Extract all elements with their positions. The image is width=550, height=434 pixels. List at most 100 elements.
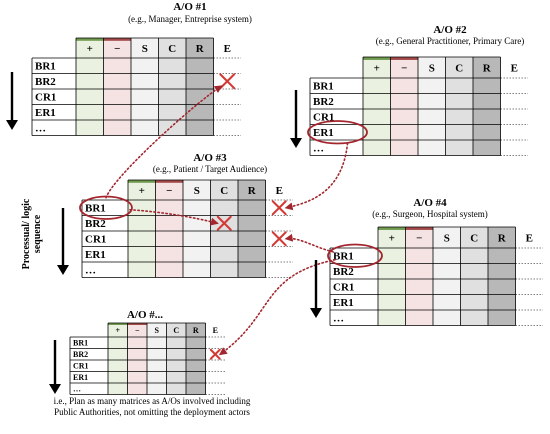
- actor-4-column-header: C: [470, 233, 478, 245]
- actor-5-column-fill: [147, 323, 167, 395]
- actor-2-column-header: +: [374, 63, 380, 75]
- sequence-arrow-actor-4-head: [310, 308, 322, 318]
- actor-4-column-fill: [433, 227, 461, 326]
- actor-2-title: A/O #2: [433, 24, 467, 36]
- actor-1-minus-bar: [103, 38, 131, 41]
- actor-2-column-fill: [363, 57, 391, 156]
- actor-1-column-header: C: [168, 43, 176, 55]
- actor-2-column-header: C: [455, 63, 463, 75]
- actor-3-column-header: R: [248, 185, 257, 197]
- actor-3-minus-bar: [155, 180, 183, 183]
- actor-2-column-fill: [473, 57, 501, 156]
- actor-4-subtitle: (e.g., Surgeon, Hospital system): [372, 209, 488, 219]
- actor-2-subtitle: (e.g., General Practitioner, Primary Car…: [375, 36, 525, 46]
- processual-sequence-label-line-2: sequence: [32, 214, 43, 254]
- actor-1-plus-bar: [76, 38, 104, 41]
- actor-1-column-fill: [103, 38, 131, 136]
- actor-5-row-label: …: [73, 385, 81, 394]
- actor-2-plus-bar: [363, 57, 391, 60]
- actor-3-cr1-x-mark-stroke-b: [271, 231, 287, 247]
- actor-3-column-header: −: [166, 185, 172, 197]
- actor-3-column-fill: [238, 180, 266, 278]
- actor-5-row-label: ER1: [73, 373, 88, 382]
- link-actor-3-to-actor-1: [105, 85, 223, 199]
- actor-1-column-fill: [186, 38, 214, 136]
- actor-3-column-header: S: [194, 185, 200, 197]
- actor-4-column-fill: [378, 227, 406, 326]
- actor-3-br1-x-mark: [271, 200, 287, 216]
- actor-1-column-header: −: [114, 43, 120, 55]
- actor-1-row-label: BR1: [35, 61, 56, 73]
- actor-1-column-header: E: [224, 43, 231, 55]
- sequence-arrow-actor-3: [57, 208, 69, 275]
- actor-3-br1-x-mark-stroke-b: [271, 200, 287, 216]
- actor-5-column-header: E: [213, 326, 218, 335]
- actor-2-er1-highlight: [307, 120, 368, 145]
- actor-5-column-header: R: [193, 326, 199, 335]
- actor-2-column-fill: [445, 57, 473, 156]
- actor-5-column-header: −: [135, 326, 140, 335]
- sequence-arrow-actor-n-head: [49, 384, 61, 394]
- link-actor-4-to-actor-3: [284, 233, 334, 253]
- actor-5-column-header: S: [155, 326, 160, 335]
- actor-1-column-fill: [76, 38, 104, 136]
- link-actor-2-to-actor-3: [284, 142, 349, 211]
- sequence-arrow-actor-1: [6, 72, 18, 130]
- actor-1-column-header: R: [196, 43, 205, 55]
- actor-3-column-fill: [155, 180, 183, 278]
- actor-5-column-fill: [127, 323, 147, 395]
- actor-4-minus-bar: [405, 227, 433, 230]
- processual-sequence-label-line-1: Processual/ logic: [21, 198, 32, 270]
- sequence-arrow-actor-1-head: [6, 120, 18, 130]
- sequence-arrow-actor-2: [290, 90, 302, 148]
- actor-2-minus-bar: [390, 57, 418, 60]
- actor-2-row-label: BR1: [313, 81, 334, 93]
- actor-2-column-fill: [390, 57, 418, 156]
- sequence-arrow-actor-n: [49, 340, 61, 394]
- actor-3-column-header: C: [220, 185, 228, 197]
- actor-5-row-label: BR1: [73, 339, 88, 348]
- actor-1-row-label: ER1: [35, 107, 56, 119]
- sequence-arrow-actor-3-head: [57, 265, 69, 275]
- actor-2-column-fill: [418, 57, 446, 156]
- actor-4-row-label: ER1: [333, 297, 354, 309]
- actor-4-row-label: CR1: [333, 282, 354, 294]
- actor-1-title: A/O #1: [173, 1, 207, 13]
- actor-5-column-fill: [186, 323, 206, 395]
- actor-2-column-header: S: [429, 63, 435, 75]
- actor-1-row-label: CR1: [35, 92, 56, 104]
- actor-4-row-label: BR2: [333, 266, 354, 278]
- actor-2-column-header: E: [511, 63, 518, 75]
- actor-1-row-label: BR2: [35, 76, 56, 88]
- actor-5-br2-x-mark-stroke-b: [209, 348, 221, 360]
- actor-1-subtitle: (e.g., Manager, Entreprise system): [128, 14, 252, 24]
- actor-5-plus-bar: [108, 323, 128, 325]
- actor-1-column-fill: [131, 38, 159, 136]
- actor-3-row-label: …: [85, 265, 96, 277]
- actor-1-column-fill: [158, 38, 186, 136]
- actor-3-cr1-x-mark: [271, 231, 287, 247]
- actor-5-br2-x-mark: [209, 348, 221, 360]
- actor-5-column-header: +: [115, 326, 120, 335]
- actor-3-row-label: BR2: [85, 218, 106, 230]
- actor-5-row-label: BR2: [73, 350, 88, 359]
- actor-5-title: A/O #...: [126, 309, 164, 321]
- actor-3-plus-bar: [128, 180, 156, 183]
- actor-4-column-header: E: [526, 233, 533, 245]
- processual-sequence-label: Processual/ logic sequence: [21, 189, 45, 279]
- actor-4-column-fill: [488, 227, 516, 326]
- actor-1-br2-x-mark: [219, 73, 236, 90]
- link-br1-to-br2: [129, 208, 219, 226]
- actor-3-row-label: CR1: [85, 234, 106, 246]
- actor-5-minus-bar: [127, 323, 147, 325]
- actor-4-row-label: …: [333, 313, 344, 325]
- actor-2-column-header: R: [483, 63, 492, 75]
- actor-3-row-label: BR1: [85, 203, 106, 215]
- link-actor-4-to-actor-n: [218, 258, 336, 356]
- actor-5-column-fill: [166, 323, 186, 395]
